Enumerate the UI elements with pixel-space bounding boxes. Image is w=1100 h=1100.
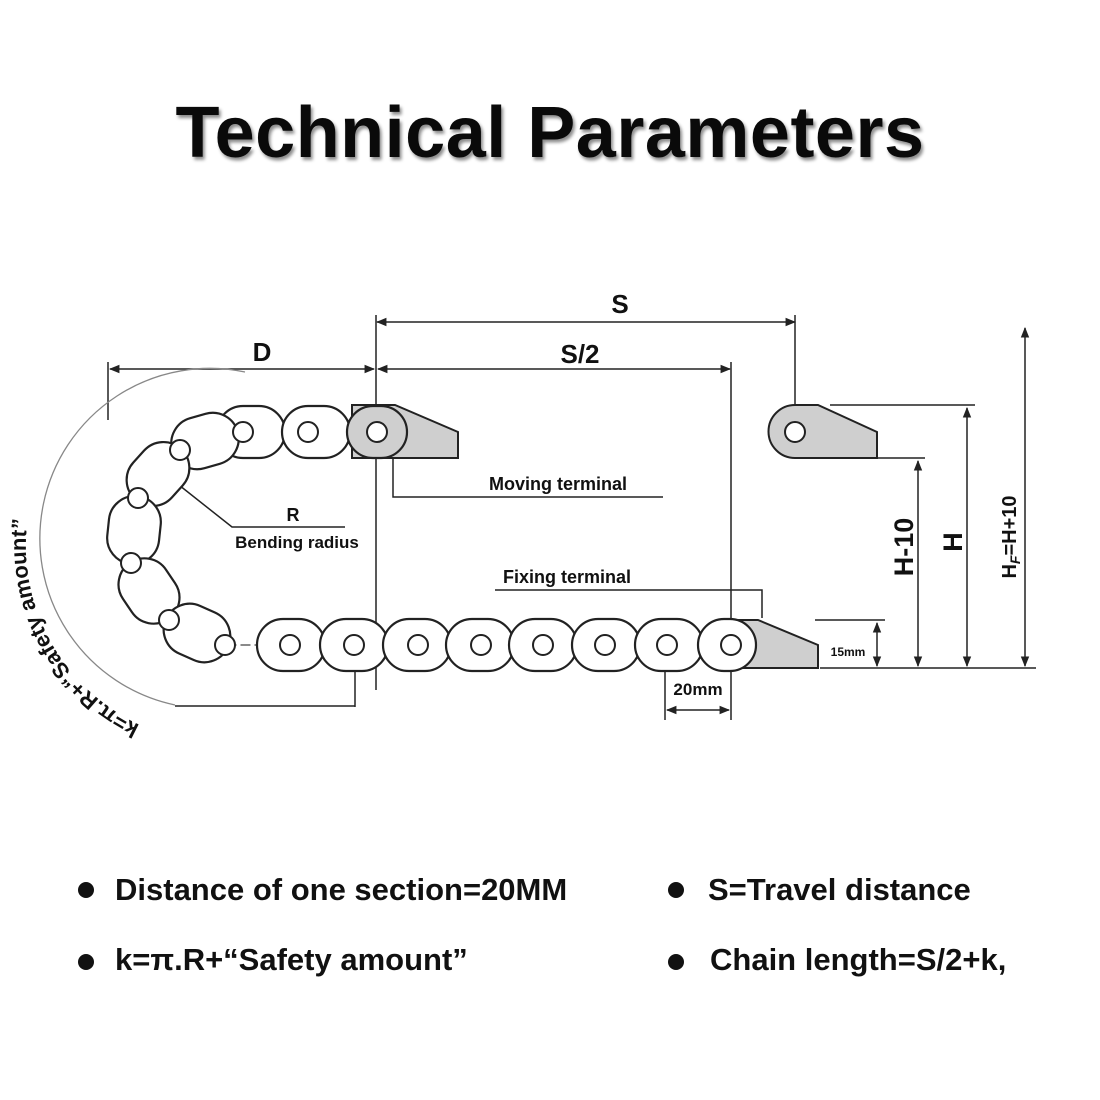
s-label: S <box>611 289 628 319</box>
s-half-label: S/2 <box>560 339 599 369</box>
pin-hole <box>279 634 301 656</box>
bending-radius-label: Bending radius <box>235 533 359 552</box>
moving-terminal-label: Moving terminal <box>489 474 627 494</box>
pin-hole <box>407 634 429 656</box>
pin-hole <box>594 634 616 656</box>
fixing-terminal-leader <box>495 589 763 618</box>
d-label: D <box>253 337 272 367</box>
hf-label-subscript: F <box>1007 555 1023 564</box>
moving-terminal-shadow-hole <box>784 421 806 443</box>
bullet-section-distance: Distance of one section=20MM <box>115 872 568 907</box>
pin-hole <box>343 634 365 656</box>
pin-hole <box>297 421 319 443</box>
pin-hole <box>169 439 191 461</box>
pin-hole <box>127 487 149 509</box>
hf-label-h: H <box>999 564 1021 578</box>
r-label: R <box>287 505 300 525</box>
bullet-dot <box>668 954 684 970</box>
moving-terminal-leader <box>392 455 663 498</box>
twenty-mm-label: 20mm <box>673 680 722 699</box>
pin-hole <box>214 634 236 656</box>
chain-bottom-row <box>255 617 758 673</box>
bullet-dot <box>78 882 94 898</box>
h-label: H <box>938 532 968 552</box>
bullet-dot <box>668 882 684 898</box>
fixing-terminal-label: Fixing terminal <box>503 567 631 587</box>
pin-hole <box>470 634 492 656</box>
pin-hole <box>656 634 678 656</box>
bullet-chain-length: Chain length=S/2+k, <box>710 942 1007 977</box>
pin-hole <box>158 609 180 631</box>
pin-hole <box>366 421 388 443</box>
bending-radius-leader <box>159 469 345 528</box>
pin-hole <box>720 634 742 656</box>
pin-hole <box>232 421 254 443</box>
moving-terminal-shadow-bracket <box>767 404 878 459</box>
page-title: Technical Parameters <box>175 93 925 173</box>
safety-amount-arc <box>39 367 246 706</box>
fifteen-mm-label: 15mm <box>831 645 866 659</box>
bullet-travel-distance: S=Travel distance <box>708 872 971 907</box>
hf-label-rest: =H+10 <box>999 495 1021 555</box>
dimension-lines <box>107 315 1036 720</box>
pin-hole <box>120 552 142 574</box>
h-minus-10-label: H-10 <box>889 518 919 577</box>
hf-label: HF=H+10 <box>999 495 1023 578</box>
pin-hole <box>532 634 554 656</box>
bullet-dot <box>78 954 94 970</box>
bullet-k-formula: k=π.R+“Safety amount” <box>115 942 468 977</box>
chain-pins <box>120 421 742 656</box>
